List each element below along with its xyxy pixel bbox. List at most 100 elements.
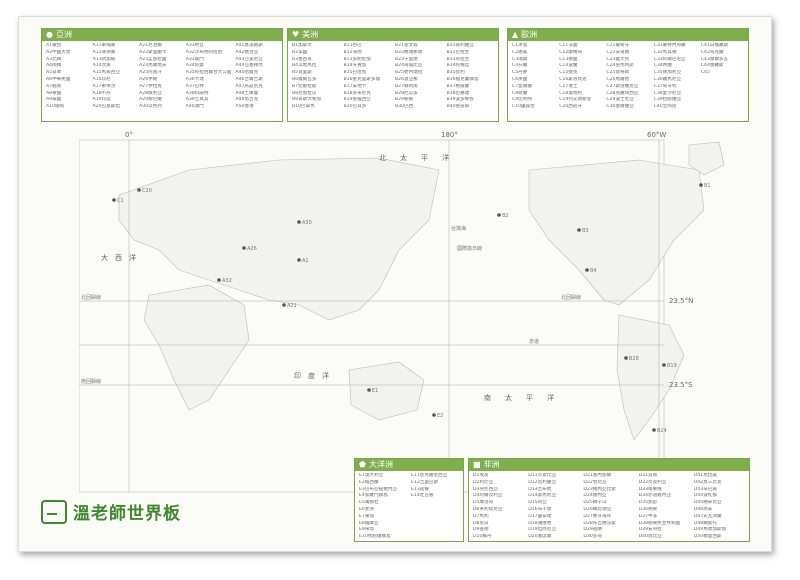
- legend-entry: A18不丹: [92, 90, 111, 96]
- africa-legend-title: 非洲: [483, 460, 500, 469]
- taiwan-label: 台灣海: [451, 225, 466, 232]
- legend-entry: D32奈及利亞: [638, 479, 667, 485]
- legend-entry: D24幾內亞: [583, 493, 607, 499]
- legend-entry: C9比利時: [512, 97, 532, 103]
- marker-label: C20: [142, 188, 152, 194]
- legend-entry: C34希臘: [653, 63, 672, 69]
- brand: 溫老師世界板: [41, 499, 181, 524]
- legend-entry: A20巴基斯坦: [92, 104, 120, 110]
- legend-entry: D26賴比瑞亞: [583, 506, 612, 512]
- marker-dot: [652, 428, 656, 432]
- legend-entry: D19坦尚尼亞: [528, 527, 556, 533]
- legend-entry: C41白俄羅斯: [700, 43, 729, 48]
- legend-entry: A29黎巴嫩: [139, 97, 162, 103]
- north-pacific-label: 北 太 平 洋: [379, 153, 449, 162]
- legend-entry: A16印尼: [92, 76, 111, 82]
- land-eurasia: [118, 157, 440, 321]
- legend-entry: B11古巴: [343, 43, 362, 48]
- marker-dot: [297, 258, 301, 262]
- marker-dot: [497, 213, 501, 217]
- land-greenland: [688, 141, 725, 176]
- legend-entry: C24聖馬利諾: [606, 63, 634, 69]
- marker-label: E2: [437, 413, 443, 419]
- brand-title: 溫老師世界板: [73, 504, 181, 524]
- legend-entry: D23幾內亞比索: [583, 486, 616, 492]
- legend-entry: B22格瑞那達: [395, 49, 423, 55]
- legend-entry: A9泰國: [46, 97, 62, 103]
- legend-entry: A19印度: [92, 97, 111, 103]
- legend-entry: C22安道爾: [606, 49, 630, 55]
- legend-entry: B39波多黎各: [446, 97, 474, 103]
- legend-entry: A11柬埔寨: [92, 43, 116, 48]
- legend-entry: D18蒲隆地: [528, 520, 552, 526]
- legend-entry: D22甘比亞: [583, 479, 607, 485]
- legend-entry: C44俄羅斯: [700, 63, 724, 69]
- marker-dot: [242, 246, 246, 250]
- lat-n-label-right: 23.5°N: [669, 297, 693, 305]
- legend-entry: C38愛沙尼亞: [653, 90, 682, 96]
- legend-entry: E12吉里巴斯: [411, 479, 439, 485]
- legend-entry: B1加拿大: [292, 43, 312, 48]
- legend-entry: D49馬達加斯加: [693, 527, 727, 533]
- legend-entry: D25獅子山: [583, 500, 607, 506]
- legend-entry: A47烏茲別克: [235, 83, 263, 89]
- legend-entry: D39安哥拉: [638, 527, 662, 533]
- marker-label: B1: [704, 183, 711, 189]
- legend-entry: D33喀麥隆: [638, 486, 662, 492]
- legend-entry: A50香港: [235, 104, 254, 110]
- legend-entry: C18奧地利: [559, 90, 583, 96]
- legend-entry: B34阿根廷: [446, 63, 470, 69]
- legend-entry: E2紐西蘭: [359, 479, 379, 485]
- legend-entry: B10巴拿馬: [292, 104, 315, 110]
- legend-entry: A14汶萊: [92, 63, 111, 69]
- europe-legend-title: 歐洲: [521, 30, 538, 39]
- africa-legend-header: ■ 非洲: [469, 459, 749, 471]
- legend-entry: A36卡達: [185, 76, 204, 82]
- legend-entry: D8尼日: [473, 520, 489, 526]
- lon-0-label: 0°: [125, 131, 133, 139]
- legend-entry: D50模里西斯: [693, 534, 722, 540]
- legend-entry: B27蘇利南: [395, 83, 418, 89]
- legend-entry: B12海地: [343, 49, 362, 55]
- legend-entry: B14牙買加: [343, 63, 367, 69]
- legend-entry: A34阿曼: [185, 63, 204, 69]
- legend-entry: C43摩爾多瓦: [700, 56, 729, 62]
- legend-entry: D9查德: [473, 527, 489, 533]
- legend-entry: D4阿爾及利亞: [473, 493, 503, 499]
- legend-entry: B37格陵蘭: [446, 83, 470, 89]
- legend-entry: D15肯亞: [528, 500, 547, 506]
- legend-entry: E13諾魯: [411, 486, 429, 492]
- legend-entry: A22斯里蘭卡: [139, 49, 167, 55]
- marker-label: B3: [582, 228, 589, 234]
- legend-entry: C1冰島: [512, 43, 528, 48]
- legend-entry: B36福克蘭群島: [446, 76, 479, 82]
- legend-entry: A21尼泊爾: [139, 43, 162, 48]
- legend-entry: C42烏克蘭: [700, 49, 724, 55]
- legend-entry: B13多明尼加: [343, 56, 371, 62]
- legend-entry: C5丹麥: [512, 70, 528, 76]
- marker-dot: [624, 356, 628, 360]
- legend-entry: B16聖克里斯多福: [343, 76, 381, 82]
- legend-entry: B28厄瓜多: [395, 90, 418, 96]
- legend-entry: D17盧安達: [528, 513, 552, 519]
- legend-entry: B17安地卡: [343, 83, 367, 89]
- legend-entry: C14波蘭: [559, 63, 578, 69]
- tropic-south-text: 南回歸線: [81, 378, 101, 385]
- legend-entry: B23千里達: [395, 56, 418, 62]
- legend-entry: A23孟加拉國: [139, 56, 167, 62]
